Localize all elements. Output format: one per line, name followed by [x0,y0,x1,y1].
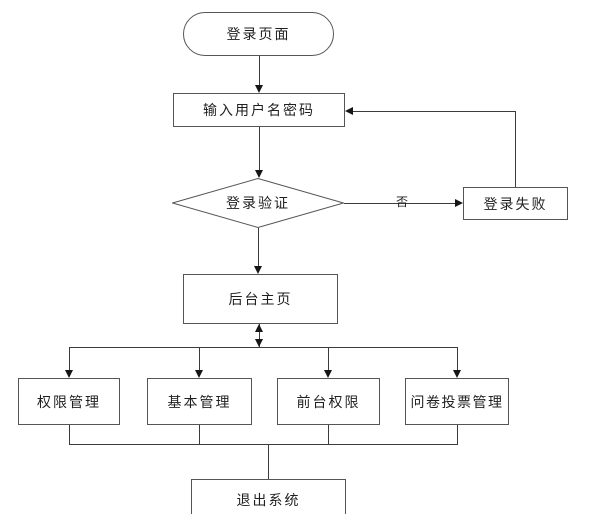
node-input-credentials: 输入用户名密码 [173,93,345,127]
arrow-verify-to-backend-head [254,266,262,274]
node-login-page: 登录页面 [183,12,334,56]
node-frontend-permission-label: 前台权限 [296,394,361,411]
node-exit-system-label: 退出系统 [236,493,301,509]
node-backend-home-label: 后台主页 [228,292,293,308]
arrow-bus-to-basic-line [199,347,200,371]
arrow-verify-no-to-fail-head [455,199,463,207]
arrow-bus-to-frontend-head [324,370,332,378]
node-backend-home: 后台主页 [183,274,338,324]
arrow-bus-to-basic-head [195,370,203,378]
node-questionnaire-vote-management-label: 问卷投票管理 [410,394,504,411]
node-questionnaire-vote-management: 问卷投票管理 [405,378,509,425]
node-login-fail-label: 登录失败 [483,196,548,213]
node-login-verify-label: 登录验证 [226,196,290,212]
arrow-backend-bus-down-head [255,339,263,347]
bus-top-line [69,347,458,348]
arrow-input-to-verify-head [255,170,263,178]
connector-frontend-to-bus [328,425,329,444]
node-permission-management: 权限管理 [18,378,120,425]
arrow-bus-to-permission-line [69,347,70,371]
node-frontend-permission: 前台权限 [277,378,380,425]
arrow-verify-no-to-fail-line [344,203,455,204]
node-basic-management-label: 基本管理 [167,394,232,411]
arrow-fail-to-input-hline [353,111,516,112]
arrow-input-to-verify-line [259,127,260,171]
connector-basic-to-bus [199,425,200,444]
node-login-fail: 登录失败 [463,187,568,220]
arrow-bus-to-questionnaire-head [453,370,461,378]
node-basic-management: 基本管理 [147,378,252,425]
node-login-verify: 登录验证 [172,178,344,228]
arrow-login-to-input-head [255,85,263,93]
node-input-credentials-label: 输入用户名密码 [203,103,315,119]
node-exit-system: 退出系统 [191,479,346,514]
arrow-bus-to-questionnaire-line [457,347,458,371]
node-login-page-label: 登录页面 [226,27,291,43]
connector-questionnaire-to-bus [457,425,458,444]
arrow-bus-to-frontend-line [328,347,329,371]
arrow-backend-bus-up-head [255,324,263,332]
arrow-login-to-input-line [259,56,260,86]
arrow-verify-to-backend-line [258,228,259,267]
arrow-fail-to-input-head [345,107,353,115]
arrow-bus-to-permission-head [65,370,73,378]
arrow-backend-bus-line [259,324,260,347]
node-permission-management-label: 权限管理 [37,394,101,411]
bus-bottom-line [69,444,458,445]
arrow-fail-to-input-vline [515,111,516,187]
connector-bus-to-exit [268,444,269,479]
edge-label-no: 否 [395,195,408,209]
connector-permission-to-bus [69,425,70,444]
decision-diamond-shape [172,178,344,228]
